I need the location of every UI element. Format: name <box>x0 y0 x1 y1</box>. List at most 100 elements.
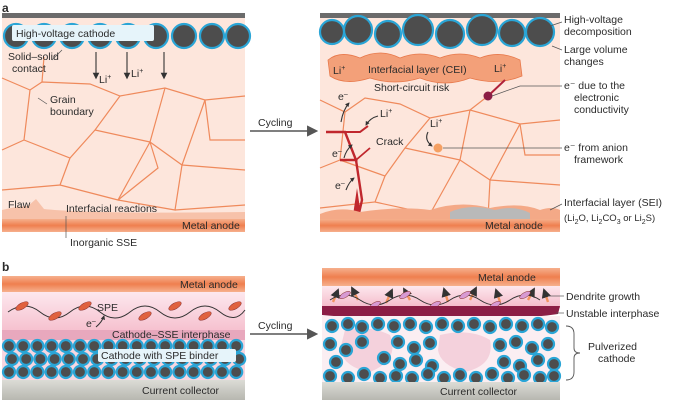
pulverized-bracket <box>565 325 581 381</box>
pulverized-label-1: Pulverized <box>588 341 637 353</box>
panel-a-label: a <box>2 1 9 15</box>
current-collector-b-right-label: Current collector <box>440 386 518 398</box>
current-collector-top-left <box>2 13 245 18</box>
cathode-particle <box>30 338 45 354</box>
cathode-particle <box>540 336 556 352</box>
e-arrow-b <box>95 315 105 328</box>
cathode-particle <box>434 316 450 332</box>
metal-anode-right <box>320 219 560 232</box>
metal-anode-b-left-label: Metal anode <box>180 279 238 291</box>
electronic-conduction-site <box>483 91 493 101</box>
solid-contact-label-2: contact <box>12 63 46 75</box>
li-ion-label-1: Li+ <box>99 74 111 86</box>
li-crack-arrow <box>365 115 379 126</box>
cathode-particle <box>422 335 438 351</box>
cathode-particle <box>544 319 560 335</box>
li-ion-cei-right: Li+ <box>494 63 506 75</box>
cathode-particle <box>408 352 424 368</box>
cathode-particle <box>61 351 76 367</box>
cathode-particle <box>1 338 17 354</box>
metal-anode-left <box>2 219 245 232</box>
cathode-particle <box>496 354 512 370</box>
solid-contact-label-1: Solid–solid <box>8 51 59 63</box>
cei-layer <box>327 52 523 84</box>
li-ion-anion: Li+ <box>430 118 442 130</box>
grain-boundary-label-2: boundary <box>50 106 95 118</box>
e-label-1: e– <box>338 91 348 103</box>
cathode-particle <box>158 364 173 380</box>
cathode-binder-label: Cathode with SPE binder <box>101 350 219 362</box>
cathode-particle <box>324 318 340 334</box>
volume-change-label-1: Large volume <box>564 44 628 56</box>
current-collector-b-left <box>2 380 245 400</box>
cathode-particle <box>370 316 386 332</box>
cathode-label: High-voltage cathode <box>16 28 115 40</box>
cathode-particle <box>322 336 338 352</box>
unstable-interphase-label: Unstable interphase <box>566 308 660 320</box>
li-anion-arrow <box>426 131 433 147</box>
flaw-label: Flaw <box>8 199 31 211</box>
e-label-3: e– <box>335 180 345 192</box>
cathode-particle <box>75 351 91 367</box>
interfacial-reaction-zone <box>2 199 245 222</box>
e-label-b: e– <box>86 318 96 330</box>
dendrite-arrow <box>493 288 503 303</box>
cathode-particle <box>214 364 230 380</box>
interfacial-reactions-label: Interfacial reactions <box>66 203 157 215</box>
cathode-particle <box>392 356 408 372</box>
cathode-particle <box>546 356 562 372</box>
panel-b-left: Metal anode SPE e– Cathode–SSE interphas… <box>1 276 247 400</box>
cathode-particles-b-right <box>322 316 562 386</box>
cathode-particle <box>354 334 370 350</box>
current-collector-b-right <box>322 382 560 400</box>
polymer-chain-left <box>7 305 246 319</box>
cathode-particle <box>186 364 201 380</box>
cathode-particle <box>530 316 546 332</box>
interphase-label: Cathode–SSE interphase <box>112 329 231 341</box>
dendrite-arrow <box>468 286 478 301</box>
spe-segment <box>138 311 152 321</box>
cathode-particle <box>44 364 59 380</box>
current-collector-b-left-label: Current collector <box>142 385 220 397</box>
panel-b-right: Metal anode Current collector <box>322 268 562 400</box>
binder-patch-2 <box>438 332 491 372</box>
current-collector-top-right <box>320 13 560 18</box>
dendrite-arrow <box>330 288 340 303</box>
spe-segment <box>339 291 351 299</box>
e-arrow-3 <box>345 177 355 191</box>
e-arrow-2 <box>343 144 353 159</box>
panel-a-left: High-voltage cathode Metal anode Solid–s… <box>1 13 252 238</box>
cathode-particle <box>546 368 562 384</box>
hv-decomposition-label-2: decomposition <box>564 26 632 38</box>
anion-framework-site <box>433 143 443 153</box>
cathode-particle <box>354 319 370 335</box>
anion-label-1: e⁻ from anion <box>564 142 628 154</box>
cathode-particle <box>373 19 403 49</box>
sei-label-2: (Li2O, Li2CO3 or Li2S) <box>564 213 655 226</box>
sei-label-1: Interfacial layer (SEI) <box>564 197 662 209</box>
e-label-2: e– <box>332 148 342 160</box>
spe-segment <box>228 301 242 311</box>
cathode-particle <box>402 316 418 332</box>
metal-anode-b-left <box>2 276 245 292</box>
cathode-particle <box>530 352 546 368</box>
panel-a-right: Interfacial layer (CEI) Li+ Li+ Short-ci… <box>318 13 561 232</box>
cathode-particle <box>170 22 198 50</box>
anion-label-2: framework <box>574 154 624 166</box>
cathode-sse-interphase <box>2 330 245 340</box>
metal-anode-right-label: Metal anode <box>485 220 543 232</box>
dendrite-arrow <box>541 288 551 303</box>
panel-b-label: b <box>2 260 9 274</box>
electronic-label-1: e⁻ due to the <box>564 80 625 92</box>
cathode-particle <box>129 364 144 380</box>
cathode-particle <box>492 337 508 353</box>
cathode-particle <box>482 319 498 335</box>
cathode-particle <box>44 338 59 354</box>
cathode-particle <box>58 338 73 354</box>
cathode-particle <box>1 364 17 380</box>
hv-decomposition-label-1: High-voltage <box>564 14 623 26</box>
cathode-particle <box>356 366 372 382</box>
dendrite-arrow <box>384 288 394 304</box>
spe-segment <box>519 291 531 299</box>
